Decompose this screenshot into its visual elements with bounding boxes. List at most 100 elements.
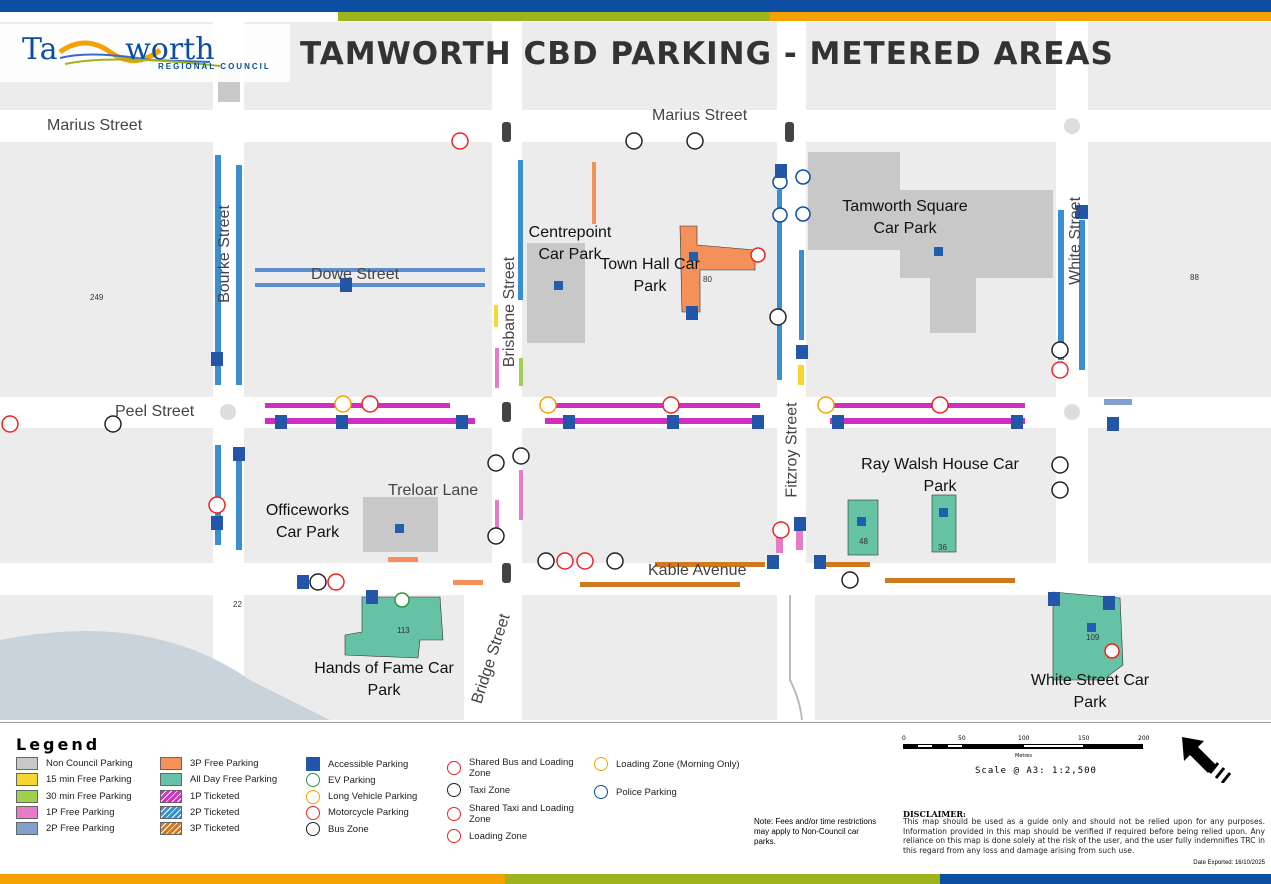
- legend-label: Accessible Parking: [328, 758, 409, 770]
- street-kable: Kable Avenue: [648, 562, 747, 579]
- scale-unit: Metres: [1015, 753, 1032, 759]
- legend-item: 30 min Free Parking: [16, 789, 132, 803]
- legend-swatch: [16, 757, 38, 770]
- lot-number: 249: [90, 293, 104, 302]
- scale-text: Scale @ A3: 1:2,500: [975, 766, 1097, 776]
- street-fitzroy: Fitzroy Street: [783, 402, 801, 498]
- legend-item: Loading Zone: [447, 829, 594, 843]
- carpark-townhall: Town Hall Car Park: [600, 256, 700, 295]
- legend-swatch: [160, 773, 182, 787]
- legend-item: Motorcycle Parking: [306, 805, 409, 820]
- legend-item: Loading Zone (Morning Only): [594, 757, 741, 771]
- scale-bar: [903, 735, 1148, 755]
- legend-item: Taxi Zone: [447, 783, 594, 797]
- page-title: TAMWORTH CBD PARKING - METERED AREAS: [300, 36, 1114, 72]
- legend-item: EV Parking: [306, 773, 376, 788]
- all-day-carparks: [344, 494, 1124, 681]
- street-dowe: Dowe Street: [311, 266, 400, 283]
- date-exported: Date Exported: 16/10/2025: [1193, 860, 1265, 866]
- free-bays: [388, 162, 1132, 585]
- bottom-bar-green: [505, 874, 940, 884]
- legend-swatch: [160, 789, 182, 803]
- logo-text: Ta worth: [22, 32, 215, 67]
- street-peel: Peel Street: [115, 403, 195, 420]
- traffic-lights: [502, 122, 794, 583]
- legend-label: Motorcycle Parking: [328, 807, 409, 819]
- loading-morning-icon: [594, 757, 608, 771]
- legend-item: All Day Free Parking: [160, 773, 278, 787]
- lot-number: 36: [938, 543, 947, 552]
- legend-item: 3P Ticketed: [160, 822, 239, 836]
- legend-item: Shared Bus and Loading Zone: [447, 757, 594, 779]
- legend-item: Long Vehicle Parking: [306, 789, 418, 804]
- bottom-bar-orange: [0, 874, 505, 884]
- logo-graphic: [58, 40, 221, 67]
- carpark-white-street: White Street Car Park: [1030, 672, 1150, 711]
- carpark-officeworks: Officeworks Car Park: [265, 502, 350, 541]
- accessible-icon: [306, 757, 320, 771]
- disclaimer-text: This map should be used as a guide only …: [903, 817, 1265, 855]
- carpark-ray-walsh: Ray Walsh House Car Park: [861, 456, 1019, 495]
- legend-label: All Day Free Parking: [190, 774, 278, 786]
- legend-item: 3P Free Parking: [160, 757, 258, 770]
- legend-label: Police Parking: [616, 786, 677, 798]
- river: [0, 631, 330, 720]
- legend-item: Bus Zone: [306, 822, 369, 837]
- street-white: White Street: [1067, 196, 1085, 286]
- legend-label: Shared Taxi and Loading Zone: [469, 803, 574, 825]
- legend-label: Loading Zone (Morning Only): [616, 758, 740, 770]
- top-bar-green: [338, 12, 770, 21]
- legend-item: 15 min Free Parking: [16, 773, 132, 787]
- scale-tick: 0: [902, 735, 906, 742]
- taxi-loading-icon: [447, 807, 461, 821]
- north-arrow-icon: [1182, 737, 1232, 783]
- zone-icons: [1, 132, 1120, 659]
- legend-swatch: [16, 805, 38, 819]
- legend-label: Shared Bus and Loading Zone: [469, 757, 574, 779]
- street-brisbane: Brisbane Street: [501, 256, 519, 368]
- legend-item: 1P Free Parking: [16, 805, 114, 819]
- legend-swatch: [16, 822, 38, 836]
- legend-swatch: [160, 805, 182, 819]
- carpark-centrepoint: Centrepoint Car Park: [528, 224, 612, 263]
- lot-number: 113: [397, 626, 410, 635]
- lot-number: 22: [233, 600, 242, 609]
- council-logo: Ta worth REGIONAL COUNCIL: [0, 24, 290, 82]
- legend-label: 15 min Free Parking: [46, 774, 132, 786]
- legend-label: 30 min Free Parking: [46, 790, 132, 802]
- legend-swatch: [160, 757, 182, 770]
- lot-number: 80: [703, 275, 712, 284]
- motorcycle-icon: [306, 805, 320, 820]
- legend-label: 2P Ticketed: [190, 806, 240, 818]
- bottom-bar-blue: [940, 874, 1271, 884]
- legend-item: 2P Ticketed: [160, 805, 240, 819]
- loading-truck-icon: [447, 829, 461, 843]
- legend-swatch: [16, 773, 38, 787]
- ev-charging-icon: [306, 773, 320, 788]
- long-vehicle-icon: [306, 789, 320, 804]
- bus-icon: [306, 822, 320, 837]
- lot-number: 88: [1190, 273, 1199, 282]
- legend-label: Long Vehicle Parking: [328, 791, 418, 803]
- bus-loading-icon: [447, 761, 461, 775]
- scale-tick: 50: [958, 735, 966, 742]
- taxi-icon: [447, 783, 461, 797]
- legend-label: 3P Free Parking: [190, 758, 259, 769]
- legend-label: 1P Ticketed: [190, 790, 240, 802]
- street-marius-east: Marius Street: [652, 107, 748, 124]
- note: Note: Fees and/or time restrictions may …: [754, 817, 877, 846]
- legend-item: Police Parking: [594, 785, 741, 799]
- legend-label: EV Parking: [328, 774, 376, 786]
- logo-sub: REGIONAL COUNCIL: [158, 62, 271, 71]
- street-marius-west: Marius Street: [47, 117, 143, 134]
- legend-swatch: [16, 789, 38, 803]
- scale-tick: 150: [1078, 735, 1090, 742]
- legend-label: 2P Free Parking: [46, 823, 115, 835]
- police-car-icon: [594, 785, 608, 799]
- carpark-hands-of-fame: Hands of Fame Car Park: [314, 660, 454, 699]
- scale-tick: 200: [1138, 735, 1150, 742]
- legend-item: 2P Free Parking: [16, 822, 115, 836]
- parking-map[interactable]: [0, 22, 1271, 720]
- carpark-tamworth-square: Tamworth Square Car Park: [842, 198, 968, 237]
